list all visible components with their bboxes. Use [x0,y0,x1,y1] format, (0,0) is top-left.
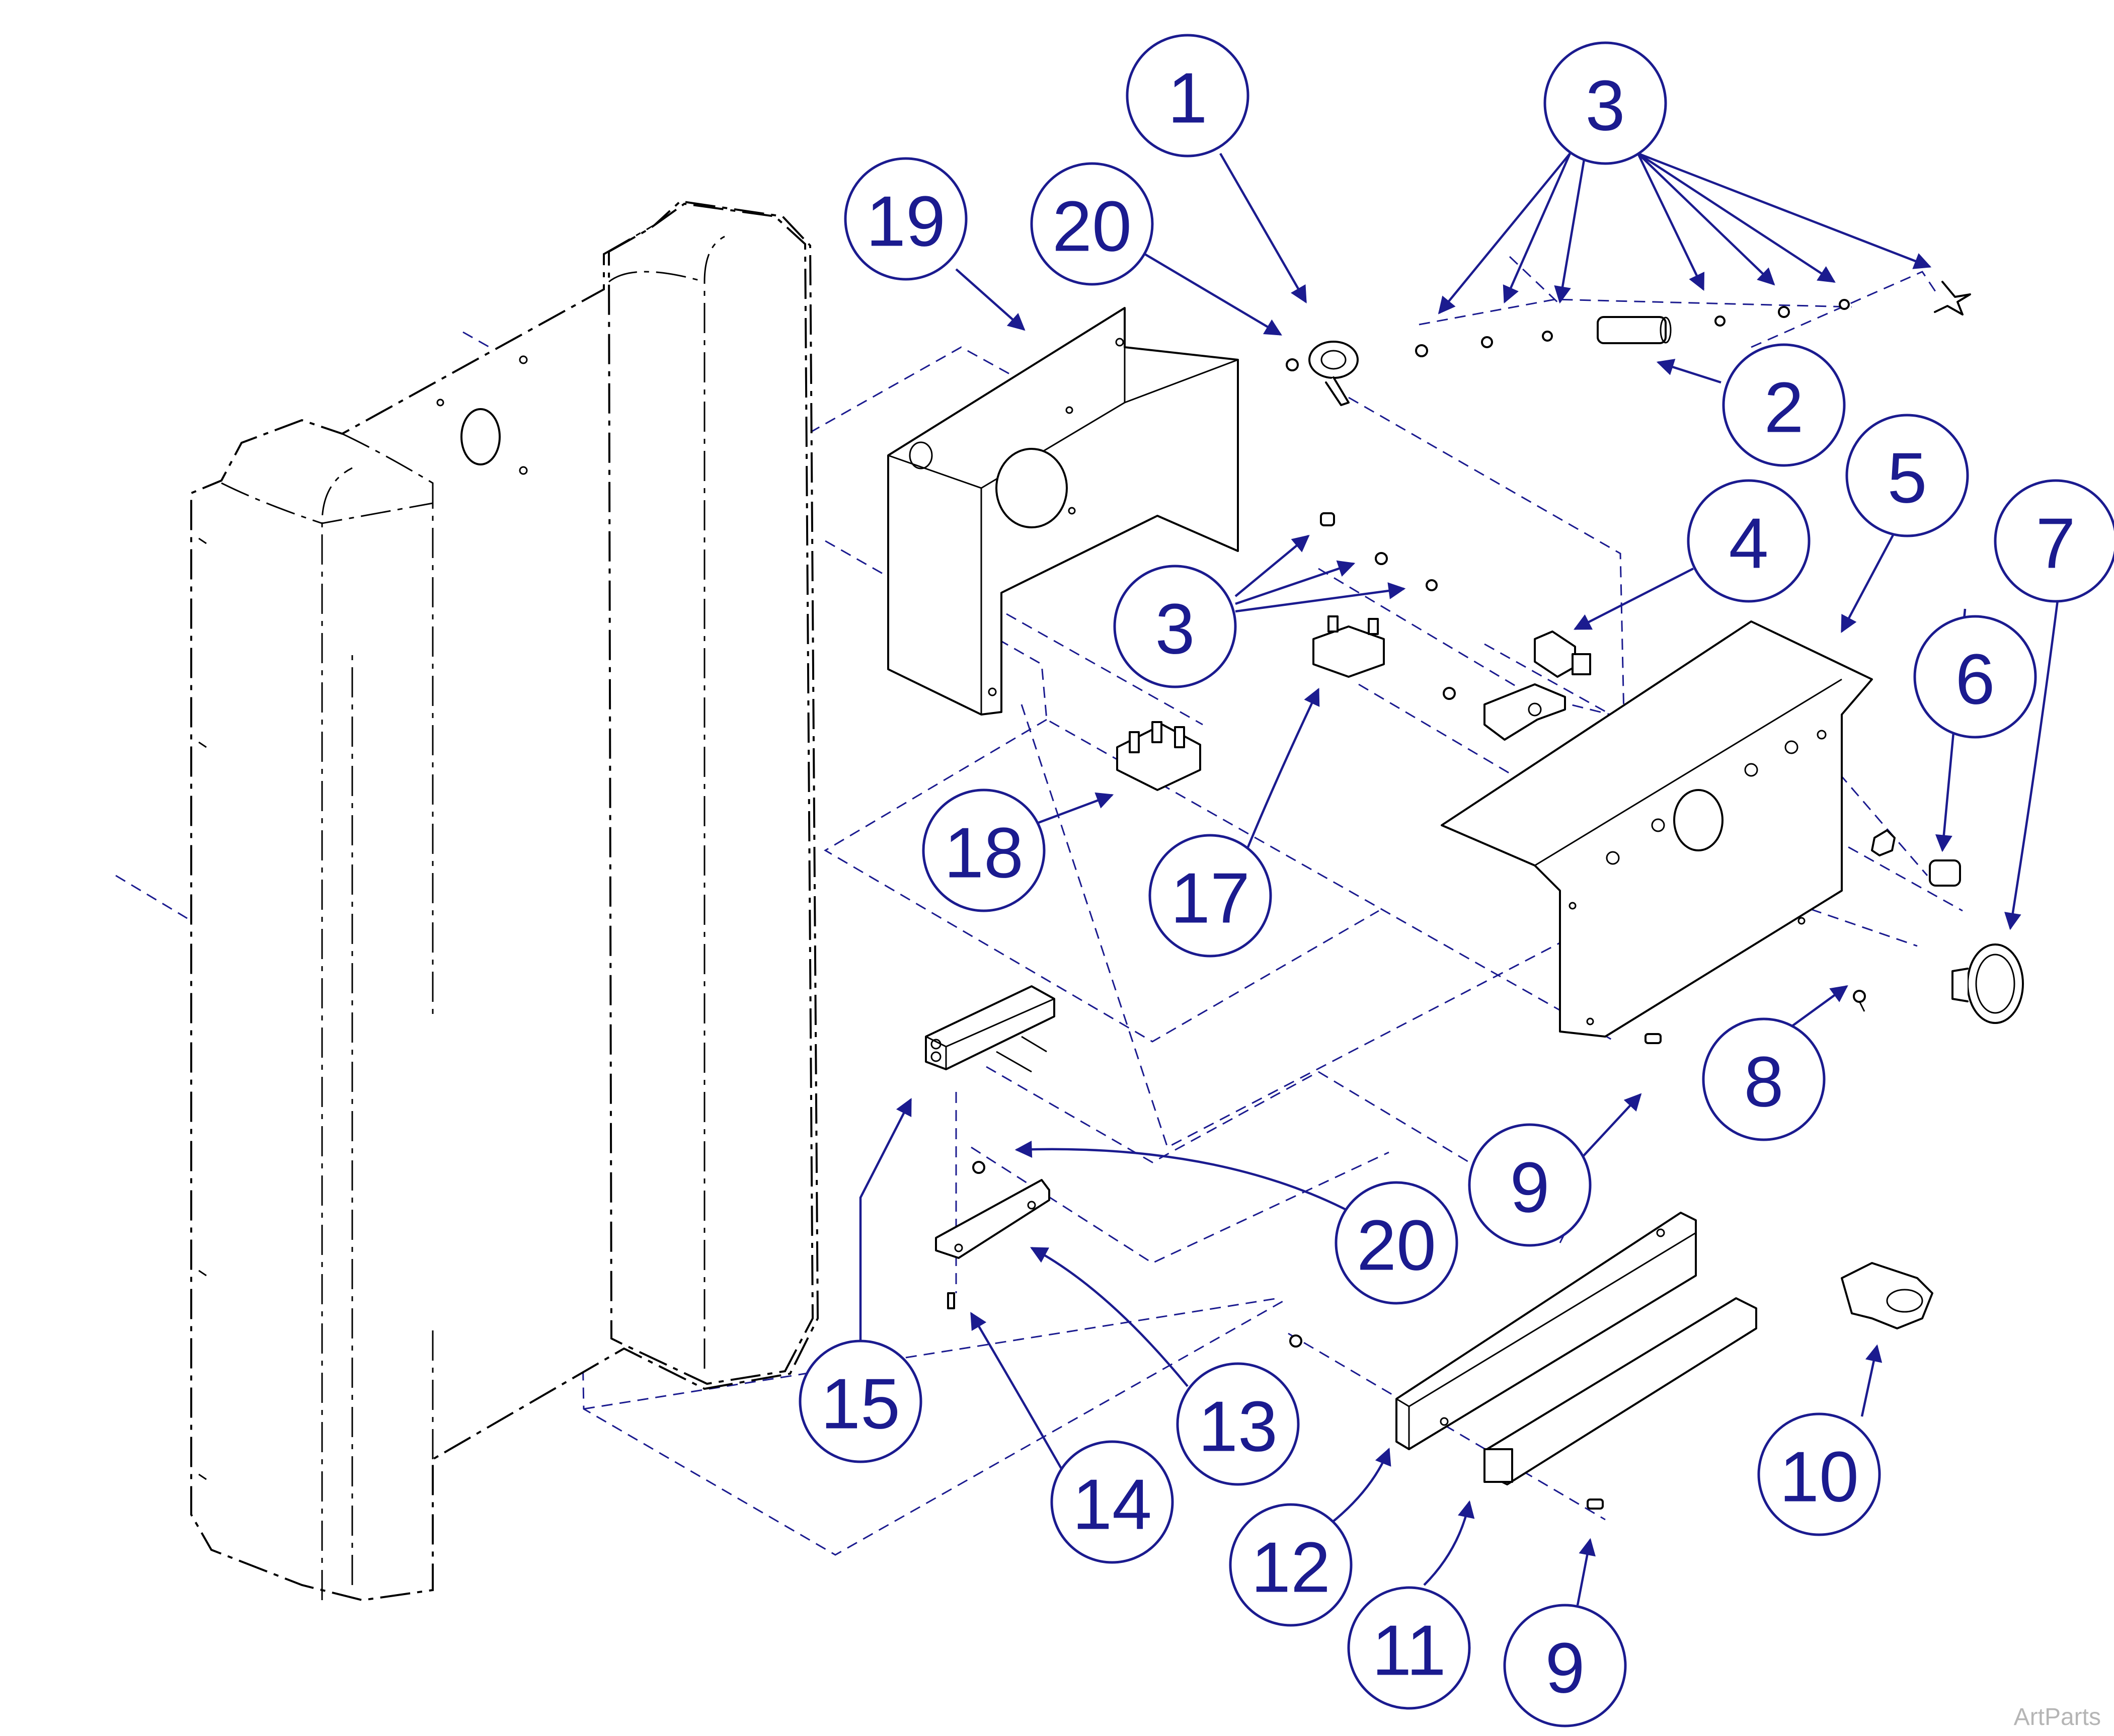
callout-label: 1 [1168,58,1208,138]
callout-label: 3 [1586,66,1625,146]
part-plate-5 [1441,620,1873,1038]
phantom-cabinet [190,200,819,1602]
callout-label: 18 [944,813,1024,893]
callout-label: 11 [1372,1611,1446,1691]
callout-12: 12 [1229,1503,1353,1627]
watermark: ArtParts [2013,1704,2101,1730]
part-channel-12 [1395,1212,1697,1450]
callout-label: 3 [1155,589,1195,669]
callout-9-bottom: 9 [1503,1604,1627,1727]
callout-label: 20 [1052,187,1132,267]
callout-label: 15 [821,1364,900,1444]
part-screw-9-mid [1645,1033,1662,1044]
callout-7: 7 [1994,479,2114,603]
callout-label: 14 [1072,1465,1152,1545]
callout-label: 20 [1357,1206,1436,1286]
part-gauge-7 [1951,943,2024,1024]
callout-3-top: 3 [1543,41,1667,165]
part-small-bracket [1483,683,1566,741]
part-nut-20 [972,1161,1302,1348]
callout-19: 19 [844,157,968,281]
callout-label: 7 [2036,504,2076,584]
callout-17: 17 [1148,834,1272,958]
part-holder-10 [1841,1262,1933,1329]
callout-5: 5 [1845,414,1969,537]
part-valve-4 [1534,630,1591,678]
part-screw-8 [1853,990,1866,1012]
part-fittings-3-middle [1320,512,1438,591]
callout-15: 15 [799,1339,922,1463]
callout-label: 9 [1545,1628,1585,1708]
callout-20-top: 20 [1030,162,1154,286]
part-nut-6 [1871,829,1961,887]
part-screw-9-bottom [1587,1498,1604,1510]
callout-4: 4 [1687,479,1811,603]
callout-label: 2 [1764,368,1804,448]
part-manifold-17 [1312,615,1456,700]
callout-20-bottom: 20 [1335,1181,1458,1305]
part-manifold-15 [925,985,1055,1073]
callout-1: 1 [1126,34,1249,157]
callout-2: 2 [1722,343,1846,467]
callout-3-middle: 3 [1113,565,1237,688]
callout-label: 10 [1779,1437,1859,1517]
callout-label: 9 [1510,1148,1550,1228]
callout-label: 8 [1744,1042,1784,1122]
callout-10: 10 [1757,1412,1881,1536]
part-fittings-3-top [1415,281,1971,357]
part-bracket-19 [887,307,1239,716]
part-bracket-13 [935,1179,1050,1259]
callout-label: 6 [1955,640,1995,720]
part-lever-1 [1286,341,1359,406]
part-manifold-18 [1116,721,1201,791]
callout-label: 12 [1251,1528,1330,1608]
callout-label: 17 [1170,858,1250,938]
callout-label: 5 [1888,438,1927,518]
callout-8: 8 [1702,1017,1826,1141]
callouts: 1 3 19 20 2 5 7 4 3 6 18 17 8 9 20 15 13… [799,34,2114,1727]
part-rail-11 [1483,1297,1757,1485]
callout-6: 6 [1913,615,2037,739]
callout-18: 18 [922,788,1046,912]
callout-label: 4 [1729,504,1769,584]
callout-9-middle: 9 [1468,1123,1592,1247]
part-screw-14 [947,1292,955,1309]
callout-14: 14 [1050,1440,1174,1564]
callout-11: 11 [1347,1586,1471,1710]
callout-label: 13 [1198,1387,1278,1467]
callout-label: 19 [866,182,946,262]
callout-13: 13 [1176,1362,1300,1486]
